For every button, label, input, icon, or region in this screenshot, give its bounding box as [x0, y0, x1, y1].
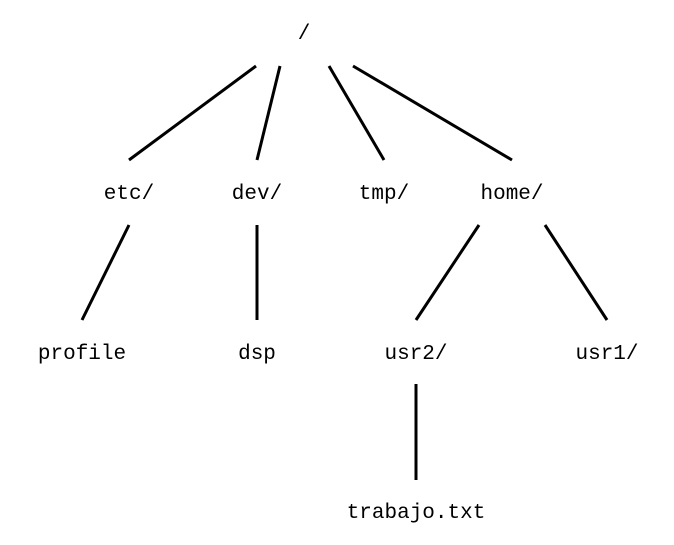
node-home: home/: [480, 183, 543, 206]
node-profile: profile: [38, 343, 126, 366]
tree-nodes: / etc/ dev/ tmp/ home/ profile dsp usr2/…: [38, 23, 639, 525]
tree-edges: [80, 64, 609, 480]
node-dev: dev/: [232, 183, 282, 206]
edge-root-tmp: [327, 65, 386, 161]
node-usr1: usr1/: [575, 343, 638, 366]
edge-home-usr1: [543, 224, 609, 321]
node-root: /: [298, 23, 311, 46]
node-etc: etc/: [104, 183, 154, 206]
edge-root-etc: [128, 64, 257, 162]
edge-root-home: [352, 64, 513, 162]
edge-etc-profile: [80, 224, 131, 321]
node-trabajo: trabajo.txt: [347, 502, 486, 525]
edge-home-usr2: [414, 224, 481, 321]
node-tmp: tmp/: [359, 183, 409, 206]
node-usr2: usr2/: [384, 343, 447, 366]
node-dsp: dsp: [238, 343, 276, 366]
edge-root-dev: [255, 65, 282, 161]
